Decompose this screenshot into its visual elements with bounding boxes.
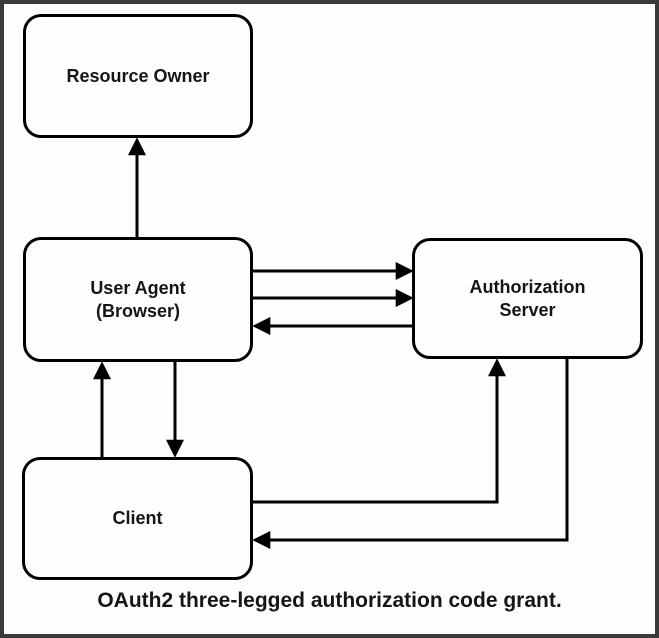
node-user-agent-label: User Agent (Browser) xyxy=(90,278,186,321)
node-client: Client xyxy=(22,457,253,580)
edge-client-to-auth-server xyxy=(253,358,506,504)
node-resource-owner: Resource Owner xyxy=(23,14,253,138)
node-authorization-server-label: Authorization Server xyxy=(469,277,586,320)
node-user-agent: User Agent (Browser) xyxy=(23,237,253,362)
node-client-label: Client xyxy=(112,508,163,529)
edge-group xyxy=(93,137,569,549)
diagram-caption: OAuth2 three-legged authorization code g… xyxy=(97,589,562,612)
node-authorization-server: Authorization Server xyxy=(412,238,643,359)
edge-auth-server-to-client xyxy=(252,359,569,549)
node-resource-owner-label: Resource Owner xyxy=(66,65,210,86)
